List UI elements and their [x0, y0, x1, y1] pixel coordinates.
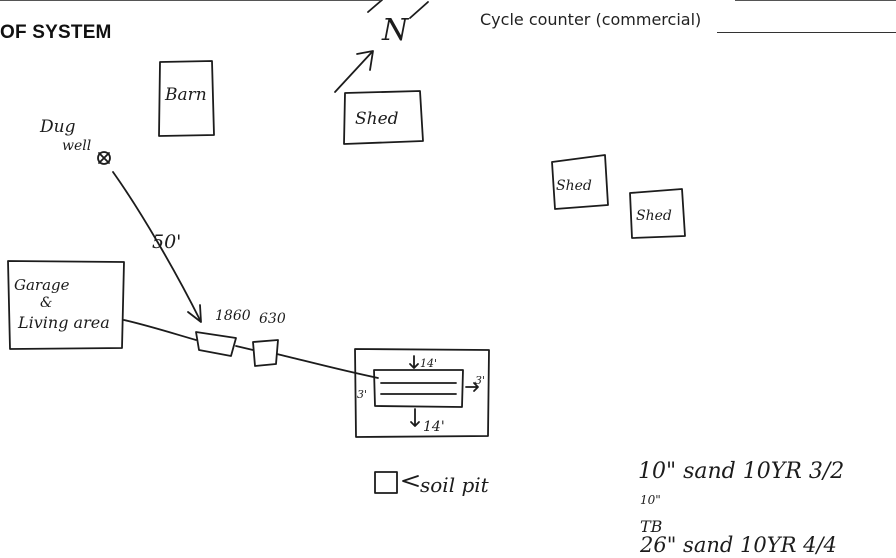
shed-right-label: Shed: [636, 208, 672, 224]
tank-2-outline: [253, 340, 278, 366]
tank-1-outline: [196, 332, 236, 356]
shed-top-building: Shed: [344, 91, 423, 144]
drain-field-bed: [374, 370, 463, 407]
well-label-line-1: Dug: [39, 117, 76, 137]
barn-building: Barn: [159, 61, 214, 136]
tank-connector-pipe: [236, 346, 253, 350]
compass-label: N: [381, 13, 410, 48]
drain-field: 14' 14' 3' 3': [355, 349, 489, 437]
garage-building: Garage & Living area: [8, 261, 124, 349]
soil-pit-arrow: [403, 476, 418, 486]
dim-right-label: 3': [475, 374, 485, 387]
shed-right-building: Shed: [630, 189, 685, 238]
shed-mid-building: Shed: [552, 155, 608, 209]
tank-1-label: 1860: [215, 308, 251, 324]
barn-label: Barn: [164, 85, 207, 105]
dim-top-label: 14': [420, 357, 437, 370]
septic-tank-1: 1860: [196, 308, 251, 356]
soil-note-2: 10": [640, 493, 661, 507]
dim-arrow-top: [410, 356, 418, 368]
north-arrow-stroke-2: [410, 2, 428, 18]
tank-2-label: 630: [259, 311, 286, 327]
soil-note-4: 26" sand 10YR 4/4: [639, 533, 837, 557]
well-marker: Dug well: [39, 117, 110, 164]
soil-pit-marker: soil pit: [375, 472, 490, 497]
soil-notes: 10" sand 10YR 3/2 10" TB 26" sand 10YR 4…: [638, 459, 844, 557]
house-pipe: [124, 320, 196, 340]
septic-tank-2: 630: [253, 311, 286, 366]
soil-pit-label: soil pit: [420, 473, 490, 497]
shed-mid-label: Shed: [556, 178, 592, 194]
well-symbol-cross: [99, 153, 109, 163]
well-label-line-2: well: [62, 138, 91, 154]
north-arrow-shaft: [335, 52, 372, 92]
distance-label: 50': [152, 231, 181, 253]
shed-top-label: Shed: [355, 109, 399, 129]
garage-label-line-3: Living area: [17, 313, 110, 332]
tank-to-field-pipe: [277, 354, 378, 378]
north-arrow: N: [335, 0, 428, 92]
soil-pit-symbol: [375, 472, 397, 493]
dim-bottom-label: 14': [423, 419, 445, 435]
dim-arrow-bottom: [411, 409, 419, 426]
north-arrow-stroke: [368, 0, 382, 12]
garage-label-line-1: Garage: [14, 276, 70, 294]
dim-left-label: 3': [357, 388, 367, 401]
well-to-tank-line: 50': [113, 172, 201, 322]
soil-note-1: 10" sand 10YR 3/2: [638, 459, 844, 484]
garage-outline: [8, 261, 124, 349]
garage-label-line-2: &: [40, 295, 52, 311]
